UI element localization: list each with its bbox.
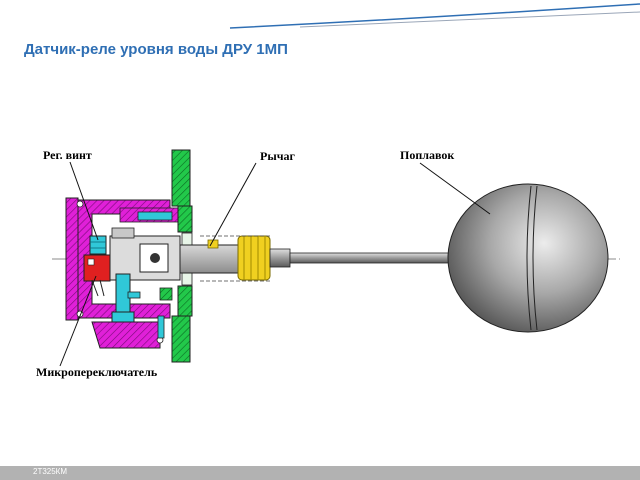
- leader-microswitch: [59, 275, 97, 367]
- leader-float: [419, 162, 491, 215]
- float-ball: [447, 183, 609, 333]
- microswitch: [83, 254, 111, 297]
- label-lever: Рычаг: [260, 149, 295, 163]
- header-decoration: [229, 3, 640, 29]
- lever-pivot-body: [109, 227, 181, 281]
- float-rod: [269, 248, 291, 268]
- cyan-fasteners: [111, 211, 173, 339]
- label-adjust-screw: Рег. винт: [43, 148, 92, 162]
- footer-bar: 2Т325КМ: [0, 466, 640, 480]
- adjusting-screw: [89, 235, 107, 255]
- float-rod: [289, 252, 451, 264]
- label-microswitch: Микропереключатель: [36, 365, 158, 379]
- leader-lever: [209, 162, 257, 247]
- page-title: Датчик-реле уровня воды ДРУ 1МП: [24, 41, 288, 58]
- spring-bellows: [200, 235, 271, 282]
- label-float: Поплавок: [400, 148, 455, 162]
- footer-code: 2Т325КМ: [33, 467, 68, 476]
- leader-adjust-screw: [69, 161, 99, 241]
